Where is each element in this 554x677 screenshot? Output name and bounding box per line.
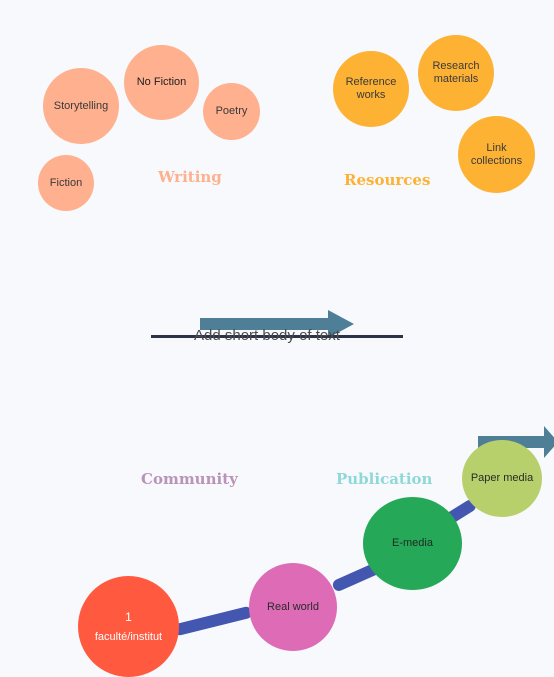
real-world-bubble: Real world: [249, 563, 337, 651]
poetry-bubble: Poetry: [203, 83, 260, 140]
no-fiction-label: No Fiction: [136, 76, 187, 88]
connector-start-realworld: [172, 605, 254, 637]
e-media-bubble: E-media: [363, 497, 462, 590]
no-fiction-bubble: No Fiction: [124, 45, 199, 120]
storytelling-bubble: Storytelling: [43, 68, 119, 144]
start-label: faculté/institut: [94, 631, 163, 643]
reference-works-label: Reference works: [345, 76, 397, 101]
reference-works-bubble: Reference works: [333, 51, 409, 127]
research-materials-bubble: Research materials: [418, 35, 494, 111]
fiction-label: Fiction: [49, 176, 83, 189]
community-heading: Community: [141, 470, 238, 488]
research-materials-label: Research materials: [432, 60, 480, 85]
center-body-text: Add short body of text: [194, 327, 340, 344]
link-collections-label: Link collections: [470, 141, 523, 167]
writing-heading: Writing: [158, 168, 222, 186]
poetry-label: Poetry: [215, 105, 248, 117]
center-divider-line: [151, 335, 403, 338]
resources-heading: Resources: [344, 171, 431, 189]
start-bubble: 1 faculté/institut: [78, 576, 179, 677]
start-number: 1: [125, 610, 132, 624]
real-world-label: Real world: [267, 600, 319, 613]
publication-heading: Publication: [336, 470, 433, 488]
center-arrow-icon: [200, 310, 354, 338]
paper-media-label: Paper media: [470, 472, 534, 484]
link-collections-bubble: Link collections: [458, 116, 535, 193]
storytelling-label: Storytelling: [53, 99, 109, 112]
paper-media-bubble: Paper media: [462, 440, 542, 517]
e-media-label: E-media: [392, 537, 433, 549]
fiction-bubble: Fiction: [38, 155, 94, 211]
